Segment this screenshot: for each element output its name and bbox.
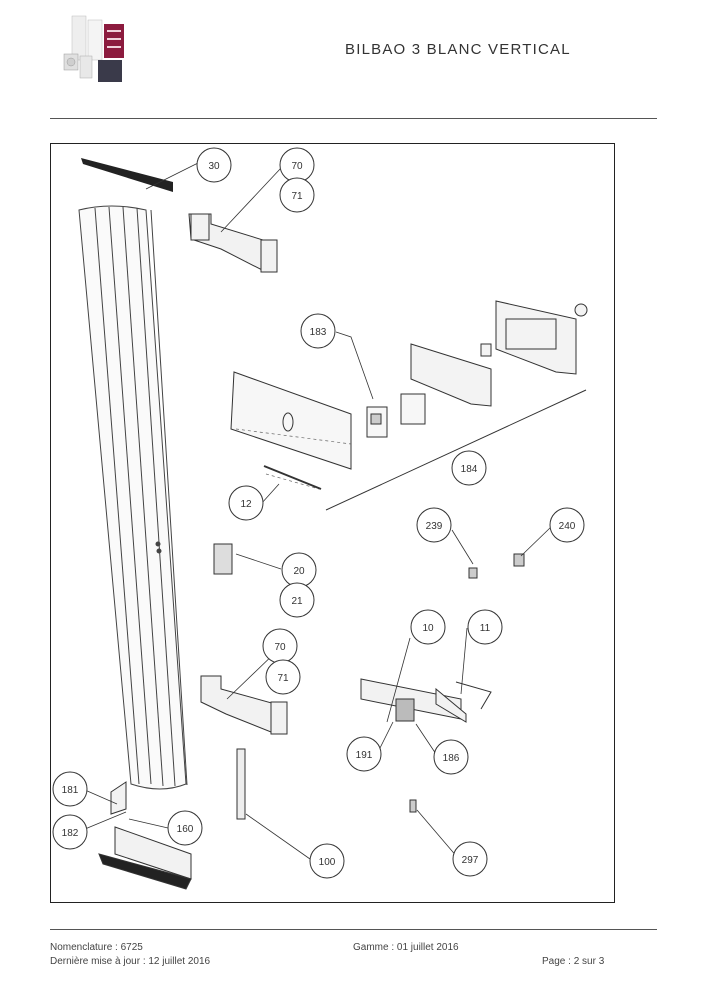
- callout-11-label: 11: [480, 623, 491, 634]
- part-tube: [236, 748, 246, 820]
- page-title: BILBAO 3 BLANC VERTICAL: [345, 41, 571, 58]
- callout-191: [346, 736, 382, 772]
- callout-70-top-label: 70: [291, 161, 303, 172]
- callout-160: [167, 810, 203, 846]
- part-radiator-body: [78, 205, 188, 790]
- callout-181: [52, 771, 88, 807]
- footer-page-number: Page : 2 sur 3: [542, 956, 605, 967]
- callout-239: [416, 507, 452, 543]
- callout-70-bottom-label: 70: [274, 642, 286, 653]
- part-wall-frame: [410, 300, 588, 407]
- callout-71-top-label: 71: [291, 191, 303, 202]
- part-top-bracket: [188, 213, 278, 273]
- callout-160-label: 160: [177, 824, 194, 835]
- part-rod: [263, 465, 322, 490]
- callout-181-label: 181: [62, 785, 79, 796]
- footer-last-update: Dernière mise à jour : 12 juillet 2016: [50, 956, 211, 967]
- footer-gamme: Gamme : 01 juillet 2016: [353, 942, 459, 953]
- callout-12: [228, 485, 264, 521]
- leader-lines: [84, 162, 552, 860]
- part-clip-239: [468, 567, 478, 579]
- exploded-view-svg: 30 70 71 183 184 12 239 240 20 21 10 11 …: [52, 147, 588, 890]
- callout-297-label: 297: [462, 855, 479, 866]
- assembly-lines: [235, 428, 352, 490]
- callout-bubbles: [52, 147, 585, 879]
- callout-240: [549, 507, 585, 543]
- footer-nomenclature: Nomenclature : 6725: [50, 942, 143, 953]
- callout-186-label: 186: [443, 753, 460, 764]
- exploded-view-diagram: 30 70 71 183 184 12 239 240 20 21 10 11 …: [50, 143, 615, 903]
- callout-184: [451, 450, 487, 486]
- callout-183-label: 183: [310, 327, 327, 338]
- callout-100-label: 100: [319, 857, 336, 868]
- callout-240-label: 240: [559, 521, 576, 532]
- part-clip-240: [513, 553, 525, 567]
- callout-20-label: 20: [293, 566, 305, 577]
- callout-10: [410, 609, 446, 645]
- callout-100: [309, 843, 345, 879]
- callout-71-bottom-label: 71: [277, 673, 289, 684]
- callout-30-label: 30: [208, 161, 220, 172]
- part-bottom-cover: [98, 781, 192, 890]
- callout-182: [52, 814, 88, 850]
- callout-21-label: 21: [291, 596, 303, 607]
- callout-30: [196, 147, 232, 183]
- callout-183: [300, 313, 336, 349]
- part-top-cover: [81, 158, 173, 192]
- callout-71-bottom: [265, 659, 301, 695]
- callout-11: [467, 609, 503, 645]
- callout-239-label: 239: [426, 521, 443, 532]
- callout-21: [279, 582, 315, 618]
- brand-logo: [60, 14, 132, 86]
- callout-297: [452, 841, 488, 877]
- callout-71-top: [279, 177, 315, 213]
- callout-12-label: 12: [240, 499, 252, 510]
- footer-divider: [50, 929, 657, 930]
- part-rear-panel: [230, 371, 426, 470]
- part-connector-box: [213, 543, 233, 575]
- callout-191-label: 191: [356, 750, 373, 761]
- part-lower-bracket: [200, 675, 288, 735]
- callout-186: [433, 739, 469, 775]
- header-divider: [50, 118, 657, 119]
- callout-184-label: 184: [461, 464, 478, 475]
- callout-182-label: 182: [62, 828, 79, 839]
- part-sensor: [409, 799, 417, 813]
- part-electronics: [360, 678, 492, 723]
- radiator-product-logo-icon: [63, 15, 124, 82]
- callout-10-label: 10: [422, 623, 434, 634]
- assembly-line-184: [325, 389, 587, 511]
